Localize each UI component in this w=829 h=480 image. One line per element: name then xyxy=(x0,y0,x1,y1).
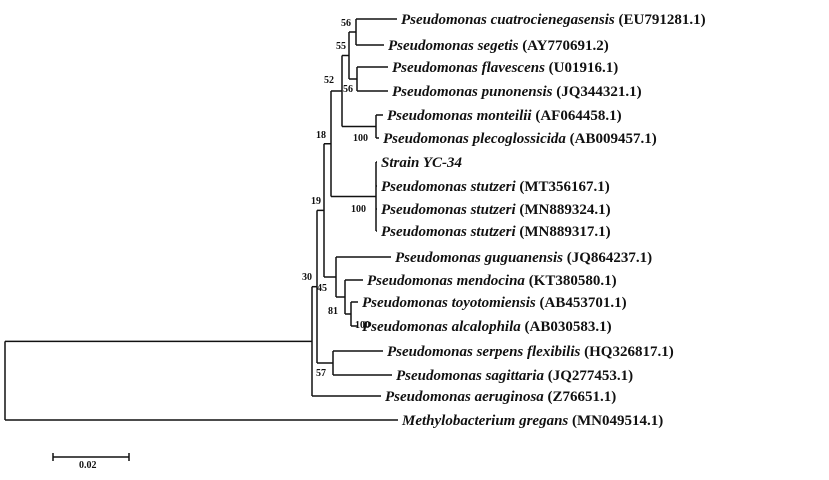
taxon-name: Pseudomonas stutzeri xyxy=(381,224,516,240)
bootstrap-value-n_five: 52 xyxy=(324,75,334,86)
bootstrap-value-n_putida: 18 xyxy=(316,130,326,141)
tree-branches xyxy=(4,18,398,421)
leaf-label-stutzeri2: Pseudomonas stutzeri (MN889324.1) xyxy=(381,202,611,218)
bootstrap-value-n_mendocina: 45 xyxy=(317,283,327,294)
leaf-label-punonensis: Pseudomonas punonensis (JQ344321.1) xyxy=(392,84,642,100)
accession-number: (MN049514.1) xyxy=(568,413,663,429)
bootstrap-value-n_stutzeri: 100 xyxy=(351,204,366,215)
bootstrap-value-n_serp_sag: 57 xyxy=(316,368,326,379)
leaf-label-mendocina: Pseudomonas mendocina (KT380580.1) xyxy=(367,273,617,289)
taxon-name: Pseudomonas guguanensis xyxy=(395,250,563,266)
leaf-label-segetis: Pseudomonas segetis (AY770691.2) xyxy=(388,38,609,54)
bootstrap-value-n_upper: 19 xyxy=(311,196,321,207)
accession-number: (U01916.1) xyxy=(545,60,618,76)
bootstrap-value-n_toy_alc: 100 xyxy=(355,320,370,331)
accession-number: (MN889324.1) xyxy=(516,202,611,218)
accession-number: (EU791281.1) xyxy=(615,12,706,28)
leaf-label-stutzeri1: Pseudomonas stutzeri (MT356167.1) xyxy=(381,179,610,195)
taxon-name: Pseudomonas serpens flexibilis xyxy=(387,344,581,360)
taxon-name: Pseudomonas mendocina xyxy=(367,273,525,289)
taxon-name: Pseudomonas flavescens xyxy=(392,60,545,76)
taxon-name: Strain YC-34 xyxy=(381,155,462,171)
accession-number: (AY770691.2) xyxy=(518,38,608,54)
bootstrap-value-n_flav_pun: 56 xyxy=(343,84,353,95)
accession-number: (MT356167.1) xyxy=(516,179,610,195)
taxon-name: Pseudomonas monteilii xyxy=(387,108,532,124)
taxon-name: Pseudomonas segetis xyxy=(388,38,519,54)
bootstrap-value-n_four: 55 xyxy=(336,41,346,52)
bootstrap-value-n_main: 30 xyxy=(302,272,312,283)
leaf-label-plecoglossicida: Pseudomonas plecoglossicida (AB009457.1) xyxy=(383,131,657,147)
bootstrap-value-n_mend_toy: 81 xyxy=(328,306,338,317)
bootstrap-value-n_cuatro_segetis: 56 xyxy=(341,18,351,29)
accession-number: (Z76651.1) xyxy=(544,389,617,405)
taxon-name: Methylobacterium gregans xyxy=(401,413,568,429)
accession-number: (HQ326817.1) xyxy=(580,344,673,360)
accession-number: (JQ277453.1) xyxy=(544,368,633,384)
leaf-label-guguanensis: Pseudomonas guguanensis (JQ864237.1) xyxy=(395,250,652,266)
taxon-name: Pseudomonas toyotomiensis xyxy=(362,295,536,311)
leaf-label-methylo: Methylobacterium gregans (MN049514.1) xyxy=(401,413,663,429)
accession-number: (KT380580.1) xyxy=(525,273,617,289)
taxon-name: Pseudomonas cuatrocienegasensis xyxy=(401,12,615,28)
leaf-label-monteilii: Pseudomonas monteilii (AF064458.1) xyxy=(387,108,622,124)
leaf-label-aeruginosa: Pseudomonas aeruginosa (Z76651.1) xyxy=(385,389,616,405)
leaf-label-cuatro: Pseudomonas cuatrocienegasensis (EU79128… xyxy=(401,12,706,28)
leaf-label-alcalophila: Pseudomonas alcalophila (AB030583.1) xyxy=(362,319,612,335)
leaf-label-stutzeri3: Pseudomonas stutzeri (MN889317.1) xyxy=(381,224,611,240)
accession-number: (JQ344321.1) xyxy=(552,84,641,100)
accession-number: (AB009457.1) xyxy=(566,131,657,147)
bootstrap-value-n_mont_plec: 100 xyxy=(353,133,368,144)
taxon-name: Pseudomonas alcalophila xyxy=(362,319,521,335)
accession-number: (MN889317.1) xyxy=(516,224,611,240)
taxon-name: Pseudomonas plecoglossicida xyxy=(383,131,566,147)
scale-bar: 0.02 xyxy=(52,453,130,471)
leaf-label-yc34: Strain YC-34 xyxy=(381,155,462,171)
leaf-label-toyotomiensis: Pseudomonas toyotomiensis (AB453701.1) xyxy=(362,295,627,311)
accession-number: (JQ864237.1) xyxy=(563,250,652,266)
leaf-label-sagittaria: Pseudomonas sagittaria (JQ277453.1) xyxy=(396,368,633,384)
accession-number: (AF064458.1) xyxy=(532,108,622,124)
accession-number: (AB030583.1) xyxy=(521,319,612,335)
taxon-name: Pseudomonas sagittaria xyxy=(396,368,544,384)
taxon-name: Pseudomonas aeruginosa xyxy=(385,389,544,405)
leaf-label-flavescens: Pseudomonas flavescens (U01916.1) xyxy=(392,60,618,76)
taxon-name: Pseudomonas stutzeri xyxy=(381,179,516,195)
scale-bar-label: 0.02 xyxy=(79,460,97,471)
taxon-name: Pseudomonas punonensis xyxy=(392,84,553,100)
bootstrap-values: 56 56 55 52 100 18 100 19 45 100 81 30 57 xyxy=(302,18,370,379)
taxon-name: Pseudomonas stutzeri xyxy=(381,202,516,218)
accession-number: (AB453701.1) xyxy=(536,295,627,311)
leaf-labels: Pseudomonas cuatrocienegasensis (EU79128… xyxy=(362,12,706,429)
leaf-label-serpens: Pseudomonas serpens flexibilis (HQ326817… xyxy=(387,344,674,360)
